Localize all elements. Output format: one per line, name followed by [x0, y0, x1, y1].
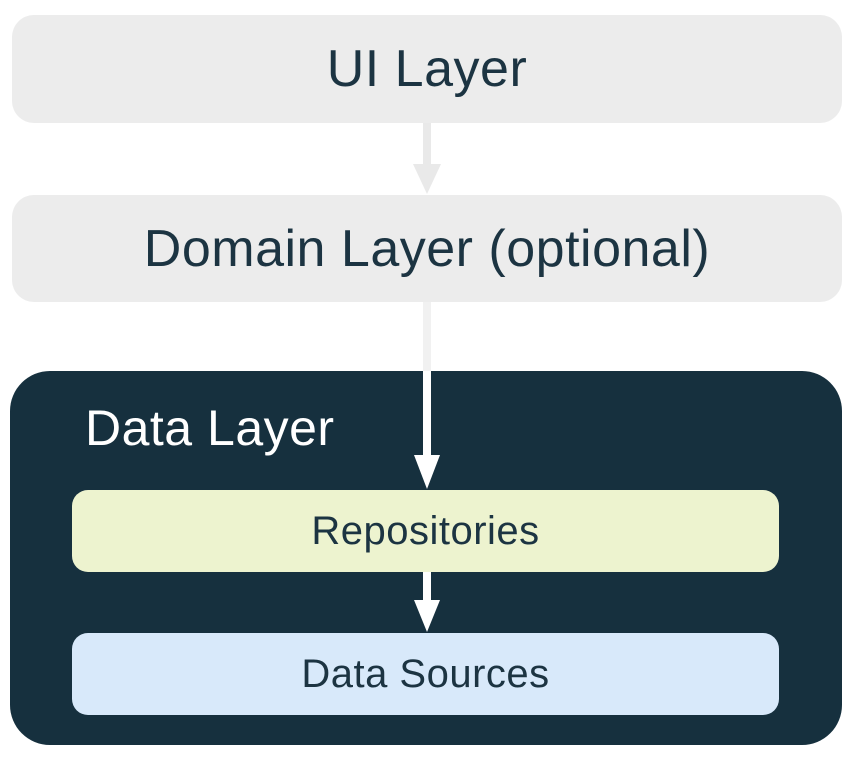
data-sources-node: Data Sources: [72, 633, 779, 715]
ui-layer-node: UI Layer: [12, 15, 842, 123]
domain-layer-node: Domain Layer (optional): [12, 195, 842, 302]
data-sources-label: Data Sources: [301, 651, 550, 696]
repositories-node: Repositories: [72, 490, 779, 572]
domain-layer-label: Domain Layer (optional): [143, 219, 711, 278]
data-layer-node: Data Layer Repositories Data Sources: [10, 371, 842, 745]
arrow-ui-to-domain-icon: [413, 123, 441, 194]
repositories-label: Repositories: [311, 508, 540, 553]
ui-layer-label: UI Layer: [326, 40, 528, 98]
data-layer-label: Data Layer: [85, 400, 335, 456]
